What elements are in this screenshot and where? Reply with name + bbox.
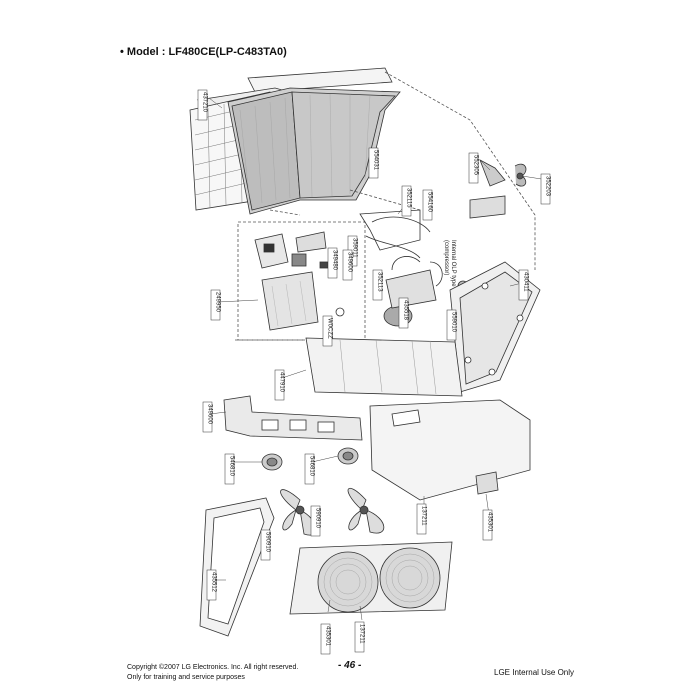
part-callout-box-23 <box>482 509 493 541</box>
part-callout-box-1 <box>197 89 208 121</box>
compressor-assembly <box>359 195 506 327</box>
part-callout-box-22 <box>416 503 427 535</box>
part-callout-11: 249950 <box>215 292 221 313</box>
part-callout-16: 349600 <box>207 404 213 425</box>
part-callout-14: W0CZZ <box>327 318 333 339</box>
side-panel-right <box>449 261 541 393</box>
part-callout-box-4 <box>468 152 479 184</box>
part-callout-13: 559010 <box>451 312 457 333</box>
part-callout-24: 435301 <box>325 626 331 647</box>
part-callout-box-24 <box>320 623 331 655</box>
part-callout-23: 435301 <box>487 512 493 533</box>
part-callout-box-21 <box>206 569 217 601</box>
front-grille <box>289 541 453 615</box>
part-callout-25: 137211 <box>359 624 365 644</box>
part-callout-box-9 <box>342 249 353 281</box>
part-callout-9: 349600 <box>347 252 353 273</box>
part-callout-15: 447910 <box>279 372 285 393</box>
part-callout-box-26 <box>398 297 409 329</box>
part-callout-2: 554031 <box>373 150 379 171</box>
part-callout-box-25 <box>354 621 365 653</box>
part-callout-18: 546810 <box>309 456 315 477</box>
part-callout-box-13 <box>446 309 457 341</box>
part-callout-box-15 <box>274 369 285 401</box>
training-text: Only for training and service purposes <box>127 674 245 681</box>
part-callout-6: 359011 <box>352 238 358 258</box>
part-callout-1: 437210 <box>202 92 208 113</box>
part-callout-7: 349480 <box>332 250 338 271</box>
footer-copyright-block: Copyright ©2007 LG Electronics. Inc. All… <box>127 663 298 683</box>
part-callout-box-10 <box>518 269 529 301</box>
copyright-text: Copyright ©2007 LG Electronics. Inc. All… <box>127 664 299 671</box>
control-box <box>254 231 345 331</box>
part-callout-box-20 <box>260 529 271 561</box>
part-callout-8: 352113 <box>377 272 383 292</box>
mid-panel <box>305 337 463 397</box>
internal-use-label: LGE Internal Use Only <box>494 668 575 677</box>
olp-note-line1: Internal OLP type <box>450 240 456 287</box>
fan-motor-right <box>337 447 359 465</box>
olp-note-line2: (compressor) <box>443 240 449 275</box>
front-frame <box>199 497 275 637</box>
part-callout-26: 435518 <box>403 300 409 321</box>
part-callout-20: 590910 <box>265 532 271 553</box>
part-callout-5: 352203 <box>545 176 551 197</box>
fan-motor-small <box>479 159 527 187</box>
part-callout-box-17 <box>224 453 235 485</box>
part-callout-box-18 <box>304 453 315 485</box>
part-callout-10: 430411 <box>523 272 529 292</box>
page-number: - 46 - <box>338 660 362 671</box>
part-callout-22: 137211 <box>421 506 427 526</box>
part-callout-box-7 <box>327 247 338 279</box>
condenser-coil <box>227 87 401 215</box>
page-title: • Model : LF480CE(LP-C483TA0) <box>120 46 287 58</box>
motor-bracket <box>223 395 363 441</box>
part-callout-box-16 <box>202 401 213 433</box>
part-callout-21: 435512 <box>211 572 217 593</box>
fan-motor-left <box>261 453 283 471</box>
part-callout-box-3 <box>401 185 412 217</box>
part-callout-17: 546810 <box>229 456 235 477</box>
part-callout-box-19 <box>310 505 321 537</box>
part-callout-box-2 <box>368 147 379 179</box>
part-callout-4: 552305 <box>473 155 479 176</box>
part-callout-box-12 <box>422 189 433 221</box>
part-callout-19: 590910 <box>315 508 321 529</box>
part-callout-box-8 <box>372 269 383 301</box>
part-callout-box-14 <box>322 315 333 347</box>
part-callout-12: 554160 <box>427 192 433 213</box>
part-callout-box-5 <box>540 173 551 205</box>
base-pan <box>369 399 531 501</box>
part-callout-3: 352115 <box>406 188 412 208</box>
propeller-fan-right <box>347 487 385 534</box>
part-callout-box-11 <box>210 289 221 321</box>
